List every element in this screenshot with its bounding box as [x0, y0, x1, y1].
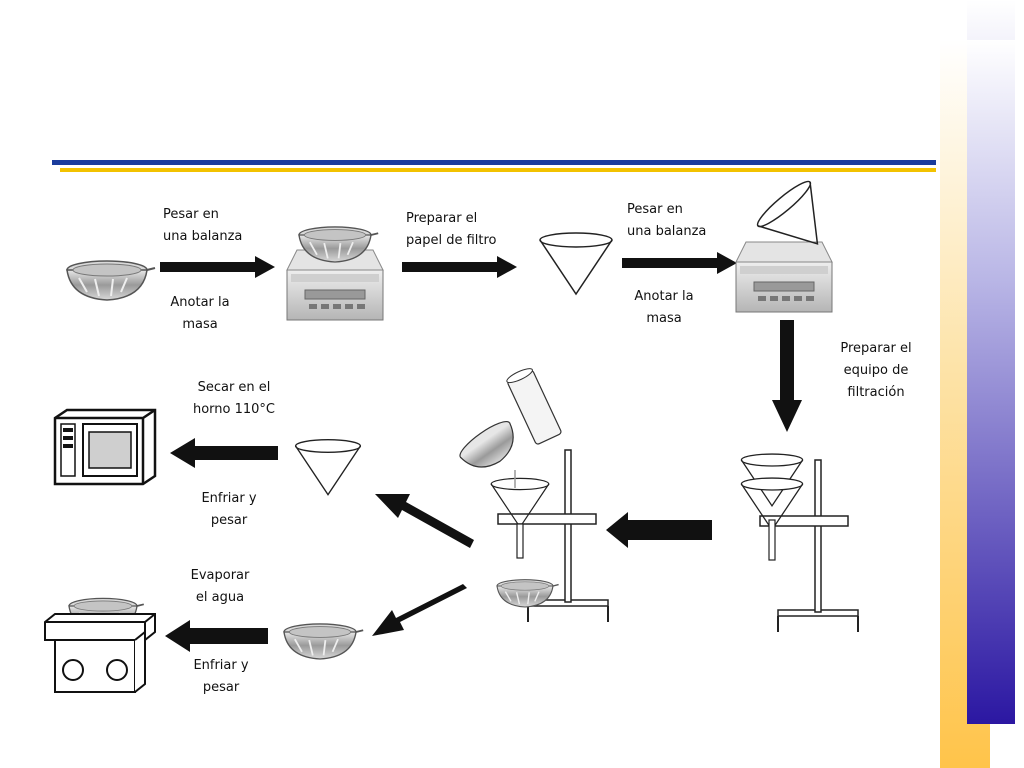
evaporating-dish-icon	[66, 260, 156, 301]
filter-cone-icon	[294, 439, 362, 496]
arrow-icon	[372, 584, 467, 636]
arrow-icon	[402, 256, 517, 278]
header-rule-blue	[52, 160, 936, 165]
hot-plate-icon	[44, 597, 156, 693]
arrow-icon	[165, 620, 268, 652]
arrow-icon	[772, 320, 802, 432]
arrow-icon	[160, 256, 275, 278]
filtration-stand-icon	[740, 453, 859, 633]
arrow-icon	[375, 494, 474, 548]
balance-icon	[735, 180, 833, 313]
filter-cone-icon	[539, 232, 613, 295]
header-rule-yellow	[60, 168, 936, 172]
evaporating-dish-icon	[283, 623, 365, 660]
microwave-oven-icon	[53, 408, 157, 486]
arrow-icon	[606, 512, 712, 548]
arrow-icon	[622, 252, 737, 274]
balance-icon	[286, 225, 384, 321]
filtration-stand-icon	[459, 368, 609, 623]
arrow-icon	[170, 438, 278, 468]
